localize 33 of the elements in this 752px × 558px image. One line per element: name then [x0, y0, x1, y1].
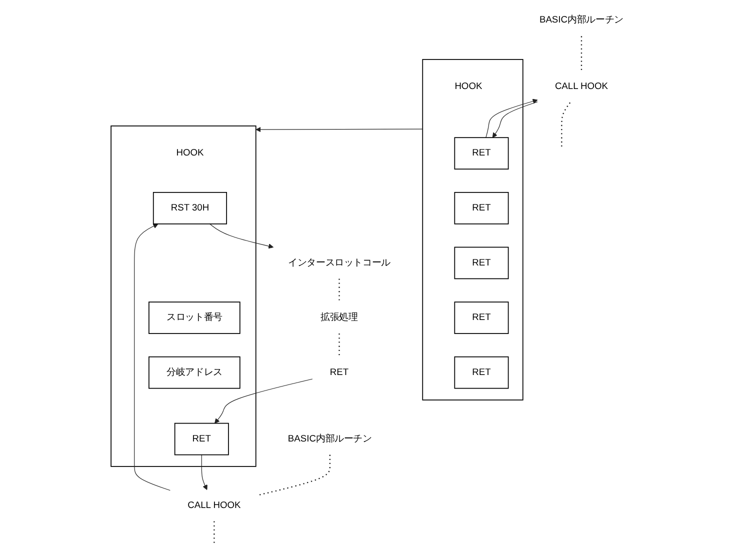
- cluster: [422, 59, 524, 400]
- node-text: インタースロットコール: [288, 258, 391, 268]
- arrow: [492, 102, 538, 138]
- arrow: [201, 454, 208, 490]
- node-text: CALL HOOK: [554, 82, 608, 92]
- connector: [258, 454, 330, 496]
- node-text: BASIC内部ルーチン: [539, 15, 624, 26]
- connector: [338, 334, 340, 357]
- node-text: CALL HOOK: [188, 500, 241, 510]
- node-box: [148, 302, 240, 334]
- node-label: HOOK: [176, 148, 204, 158]
- node-text: BASIC内部ルーチン: [288, 434, 372, 444]
- arrow: [256, 127, 423, 132]
- arrow: [134, 224, 170, 491]
- node-label: HOOK: [454, 82, 482, 92]
- node-box: [454, 137, 509, 170]
- node-text: RET: [330, 367, 349, 378]
- node-box: [174, 422, 229, 456]
- node-text: 拡張処理: [320, 312, 358, 322]
- connector: [561, 102, 571, 149]
- connector: [580, 36, 582, 72]
- node-box: [152, 192, 227, 224]
- connector: [214, 521, 215, 545]
- arrow: [214, 378, 313, 424]
- cluster: [110, 126, 256, 467]
- node-box: [148, 356, 240, 389]
- arrow: [209, 224, 274, 249]
- node-box: [454, 192, 509, 224]
- node-box: [454, 356, 509, 389]
- arrow: [486, 98, 538, 138]
- connector: [338, 278, 340, 302]
- node-box: [454, 302, 509, 334]
- node-box: [454, 246, 509, 280]
